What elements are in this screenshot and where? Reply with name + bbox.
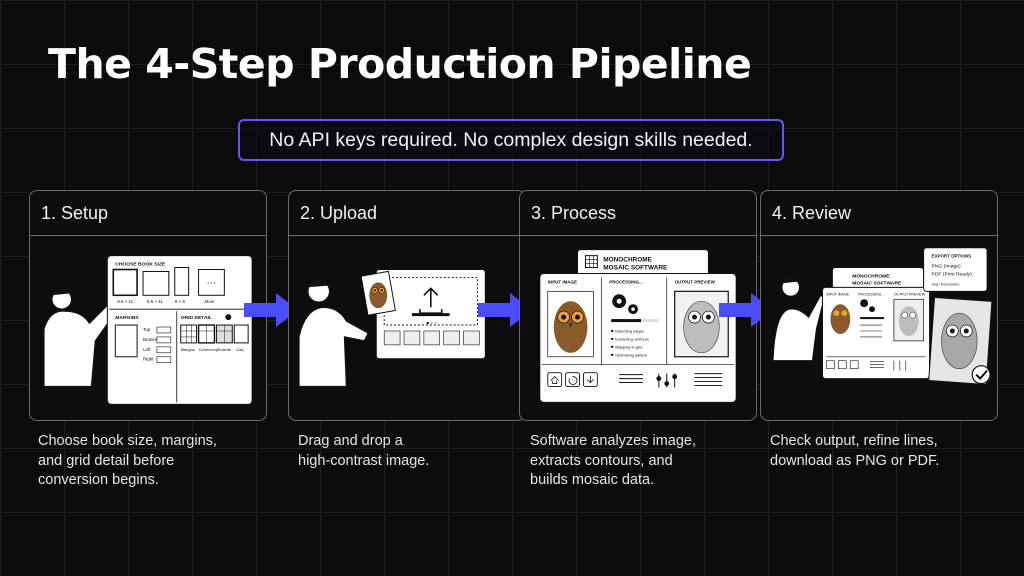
step-title: 3. Process — [531, 202, 617, 223]
step-title: 4. Review — [772, 202, 852, 223]
desc-line: Software analyzes image, — [530, 433, 697, 449]
size-option-3: 6 × 9 — [175, 299, 186, 304]
col-input-label: INPUT IMAGE — [548, 279, 577, 284]
review-app-title-1: MONOCHROME — [852, 273, 890, 279]
desc-line: Check output, refine lines, — [770, 433, 938, 449]
step-card-process: 3. Process MONOCHROME MOSAIC SOFTWARE IN… — [519, 190, 757, 421]
process-step-3: Mapping to grid — [615, 344, 642, 349]
thumbnail-strip — [383, 330, 480, 346]
export-resolution: High Resolution — [932, 281, 960, 286]
size-option-1: 8.5 × 11 — [117, 299, 133, 304]
step-card-setup: 1. Setup CHOOSE BOOK SIZE ··· 8.5 × 11 8… — [29, 190, 267, 421]
input-owl-image — [547, 290, 594, 358]
export-png: PNG (Image) — [932, 264, 961, 270]
desc-line: extracts contours, and — [530, 452, 673, 469]
grid-option-2: Coherency — [199, 347, 218, 352]
col-processing-label: PROCESSING... — [609, 279, 642, 284]
person-figure — [298, 279, 370, 388]
size-option-4: More — [205, 299, 216, 304]
grid-heading: GRID DETAIL — [181, 315, 212, 321]
process-step-1: Detecting edges — [615, 328, 644, 333]
callout-banner: No API keys required. No complex design … — [238, 119, 784, 161]
step-header: 3. Process — [520, 191, 756, 236]
review-col-input: INPUT IMAGE — [826, 292, 849, 296]
checkmark-icon — [975, 369, 988, 381]
export-heading: EXPORT OPTIONS — [932, 254, 972, 259]
review-col-processing: PROCESSING... — [858, 292, 884, 296]
review-window: MONOCHROME MOSAIC SOFTWARE INPUT IMAGE P… — [821, 267, 931, 380]
grid-option-3: Rosette — [217, 347, 231, 352]
output-owl-preview — [674, 290, 729, 358]
desc-line: download as PNG or PDF. — [770, 452, 940, 469]
flow-arrow-1 — [244, 293, 298, 327]
person-figure — [770, 265, 826, 362]
export-pdf: PDF (Print Ready) — [932, 271, 973, 277]
desc-line: high-contrast image. — [298, 452, 430, 469]
step-header: 2. Upload — [289, 191, 525, 236]
step-desc-process: Software analyzes image, extracts contou… — [530, 432, 760, 491]
size-option-2: 8.5 × 11 — [147, 299, 163, 304]
setup-panel: CHOOSE BOOK SIZE ··· 8.5 × 11 8.5 × 11 6… — [106, 255, 253, 405]
person-figure — [43, 288, 122, 388]
size-heading: CHOOSE BOOK SIZE — [115, 262, 166, 268]
toolbar — [547, 372, 723, 388]
desc-line: conversion begins. — [38, 472, 159, 488]
step-title: 1. Setup — [41, 202, 109, 223]
review-illustration: MONOCHROME MOSAIC SOFTWARE INPUT IMAGE P… — [770, 247, 993, 386]
step-card-review: 4. Review MONOCHROME MOSAIC SOFTWARE INP… — [760, 190, 998, 421]
margin-left: Left — [143, 347, 151, 352]
export-options-panel: EXPORT OPTIONS PNG (Image) PDF (Print Re… — [923, 247, 988, 292]
step-title: 2. Upload — [300, 202, 378, 223]
step-desc-upload: Drag and drop a high-contrast image. — [298, 432, 528, 471]
printed-owl-page — [928, 296, 993, 386]
gear-icon — [612, 294, 638, 315]
grid-option-4: Gap — [236, 347, 244, 352]
owl-photo-card — [360, 270, 396, 316]
callout-text: No API keys required. No complex design … — [269, 128, 753, 151]
upload-panel — [375, 269, 486, 360]
app-title-line-2: MOSAIC SOFTWARE — [603, 265, 668, 272]
grid-option-1: Margins — [181, 347, 195, 352]
process-step-2: Extracting contours — [615, 336, 649, 341]
step-header: 4. Review — [761, 191, 997, 236]
col-output-label: OUTPUT PREVIEW — [675, 279, 716, 284]
app-window: MONOCHROME MOSAIC SOFTWARE INPUT IMAGE P… — [539, 249, 737, 403]
margin-top: Top — [143, 327, 151, 332]
page-title: The 4-Step Production Pipeline — [48, 40, 752, 88]
step-desc-review: Check output, refine lines, download as … — [770, 432, 1000, 471]
step-desc-setup: Choose book size, margins, and grid deta… — [38, 432, 268, 491]
review-col-output: OUTPUT PREVIEW — [894, 292, 926, 296]
app-title-line-1: MONOCHROME — [603, 257, 652, 264]
process-step-4: Optimizing pattern — [615, 352, 647, 357]
desc-line: Choose book size, margins, — [38, 433, 217, 449]
upload-illustration — [298, 269, 486, 388]
flow-arrow-2 — [478, 293, 532, 327]
desc-line: builds mosaic data. — [530, 472, 655, 488]
process-illustration: MONOCHROME MOSAIC SOFTWARE INPUT IMAGE P… — [539, 249, 737, 403]
review-app-title-2: MOSAIC SOFTWARE — [852, 280, 902, 286]
margins-heading: MARGINS — [115, 315, 139, 321]
margin-right: Right — [143, 357, 154, 362]
desc-line: and grid detail before — [38, 452, 175, 469]
more-dots: ··· — [207, 277, 217, 288]
desc-line: Drag and drop a — [298, 433, 403, 449]
setup-illustration: CHOOSE BOOK SIZE ··· 8.5 × 11 8.5 × 11 6… — [43, 255, 253, 405]
margin-bottom: Bottom — [143, 337, 157, 342]
step-header: 1. Setup — [30, 191, 266, 236]
flow-arrow-3 — [719, 293, 773, 327]
